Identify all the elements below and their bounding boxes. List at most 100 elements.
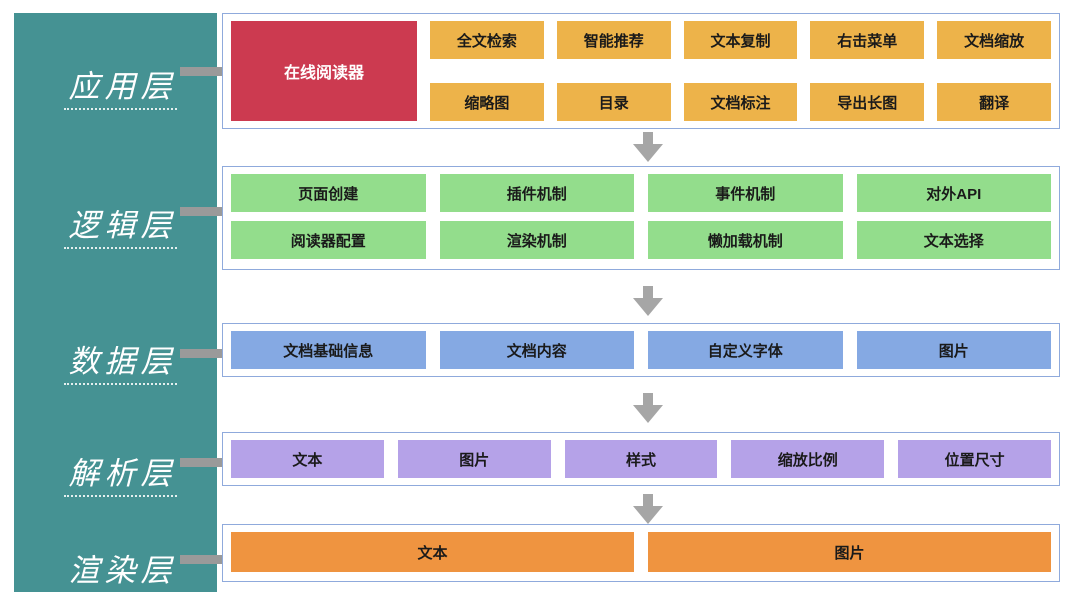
arrow-shaft [643,286,653,300]
arrow-shaft [180,349,232,358]
panel-parse-inner: 文本 图片 样式 缩放比例 位置尺寸 [231,440,1051,478]
cell-label: 位置尺寸 [944,451,1005,469]
logic-item-reader-config[interactable]: 阅读器配置 [231,221,426,259]
cell-label: 缩略图 [464,94,510,112]
app-item-annotation[interactable]: 文档标注 [683,83,798,121]
panel-data-inner: 文档基础信息 文档内容 自定义字体 图片 [231,331,1051,369]
cell-label: 插件机制 [506,185,567,203]
rail-label-application: 应用层 [14,61,217,110]
app-item-text-copy[interactable]: 文本复制 [683,21,798,59]
data-item-document-basic-info[interactable]: 文档基础信息 [231,331,426,369]
cell-label: 图片 [938,342,969,360]
parse-item-position-size[interactable]: 位置尺寸 [898,440,1051,478]
cell-label: 自定义字体 [707,342,783,360]
cell-label: 对外API [926,185,982,203]
cell-label: 懒加载机制 [707,232,783,250]
app-item-export-long-image[interactable]: 导出长图 [810,83,925,121]
app-item-context-menu[interactable]: 右击菜单 [810,21,925,59]
application-body: 在线阅读器 全文检索 智能推荐 文本复制 右击菜 [231,21,1051,121]
parse-item-image[interactable]: 图片 [397,440,551,478]
cell-label: 图片 [459,451,490,469]
arrow-shaft [180,207,232,216]
app-item-fulltext-search[interactable]: 全文检索 [430,21,544,59]
render-item-text[interactable]: 文本 [231,532,634,572]
parse-row-1: 文本 图片 样式 缩放比例 位置尺寸 [231,440,1051,478]
parse-item-style[interactable]: 样式 [564,440,718,478]
cell-label: 全文检索 [456,32,517,50]
cell-label: 样式 [625,451,656,469]
rail-label-logic: 逻辑层 [14,200,217,249]
arrow-parse-to-render-icon [633,494,663,524]
arrow-head [633,298,663,316]
arrow-shaft [180,67,232,76]
panel-logic-layer: 页面创建 插件机制 事件机制 对外API 阅读器配置 渲染机制 [222,166,1060,270]
cell-label: 智能推荐 [583,32,644,50]
arrow-shaft [643,393,653,407]
logic-item-text-selection[interactable]: 文本选择 [856,221,1051,259]
logic-item-lazyload-mechanism[interactable]: 懒加载机制 [648,221,843,259]
cell-label: 文本选择 [923,232,984,250]
arrow-shaft [180,458,232,467]
app-item-document-zoom[interactable]: 文档缩放 [937,21,1051,59]
cell-label: 翻译 [979,94,1010,112]
arrow-head [633,405,663,423]
cell-label: 缩放比例 [777,451,838,469]
render-item-image[interactable]: 图片 [648,532,1051,572]
app-item-translate[interactable]: 翻译 [937,83,1051,121]
application-feature-grid: 全文检索 智能推荐 文本复制 右击菜单 文档缩放 [430,21,1051,121]
cell-label: 图片 [834,544,865,562]
panel-data-layer: 文档基础信息 文档内容 自定义字体 图片 [222,323,1060,377]
arrow-shaft [643,132,653,146]
cell-label: 事件机制 [715,185,776,203]
cell-label: 文档缩放 [964,32,1025,50]
arrow-data-to-parse-icon [633,393,663,423]
logic-item-external-api[interactable]: 对外API [856,174,1051,212]
app-item-thumbnail[interactable]: 缩略图 [430,83,544,121]
cell-label: 文档内容 [506,342,567,360]
app-hero-label: 在线阅读器 [283,65,364,82]
data-row-1: 文档基础信息 文档内容 自定义字体 图片 [231,331,1051,369]
parse-item-scale-ratio[interactable]: 缩放比例 [731,440,885,478]
panel-render-inner: 文本 图片 [231,532,1051,574]
cell-label: 页面创建 [298,185,359,203]
application-row-2: 缩略图 目录 文档标注 导出长图 翻译 [430,83,1051,121]
panel-application-inner: 在线阅读器 全文检索 智能推荐 文本复制 右击菜 [231,21,1051,121]
logic-item-plugin-mechanism[interactable]: 插件机制 [439,174,634,212]
cell-label: 文档基础信息 [283,342,374,360]
data-item-image[interactable]: 图片 [856,331,1051,369]
rail-label-data: 数据层 [14,336,217,385]
logic-row-1: 页面创建 插件机制 事件机制 对外API [231,174,1051,212]
panel-parse-layer: 文本 图片 样式 缩放比例 位置尺寸 [222,432,1060,486]
arrow-application-to-logic-icon [633,132,663,162]
arrow-shaft [643,494,653,508]
cell-label: 阅读器配置 [290,232,366,250]
cell-label: 右击菜单 [837,32,898,50]
panel-render-layer: 文本 图片 [222,524,1060,582]
arrow-shaft [180,555,232,564]
data-item-document-content[interactable]: 文档内容 [439,331,634,369]
application-row-1: 全文检索 智能推荐 文本复制 右击菜单 文档缩放 [430,21,1051,59]
cell-label: 导出长图 [837,94,898,112]
panel-logic-inner: 页面创建 插件机制 事件机制 对外API 阅读器配置 渲染机制 [231,174,1051,262]
logic-row-2: 阅读器配置 渲染机制 懒加载机制 文本选择 [231,221,1051,259]
panel-application-layer: 在线阅读器 全文检索 智能推荐 文本复制 右击菜 [222,13,1060,129]
app-item-smart-recommend[interactable]: 智能推荐 [556,21,671,59]
arrow-head [633,506,663,524]
cell-label: 渲染机制 [506,232,567,250]
cell-label: 文本复制 [710,32,771,50]
parse-item-text[interactable]: 文本 [231,440,384,478]
app-hero-online-reader[interactable]: 在线阅读器 [231,21,417,121]
logic-item-render-mechanism[interactable]: 渲染机制 [439,221,634,259]
app-item-catalog[interactable]: 目录 [556,83,671,121]
cell-label: 文本 [417,544,448,562]
rail-label-render: 渲染层 [14,545,217,594]
cell-label: 目录 [598,94,629,112]
layer-rail: 应用层 逻辑层 数据层 解析层 渲染层 [14,13,217,594]
logic-item-event-mechanism[interactable]: 事件机制 [648,174,843,212]
cell-label: 文本 [292,451,323,469]
arrow-head [633,144,663,162]
logic-item-page-create[interactable]: 页面创建 [231,174,426,212]
cell-label: 文档标注 [710,94,771,112]
data-item-custom-font[interactable]: 自定义字体 [648,331,843,369]
